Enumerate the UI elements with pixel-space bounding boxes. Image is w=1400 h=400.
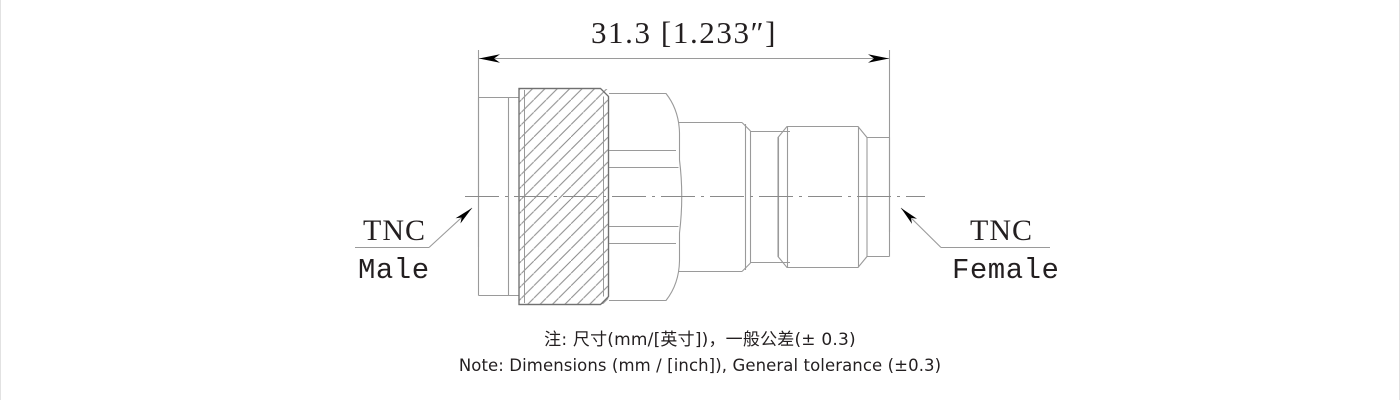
leader-right-diagonal	[900, 207, 942, 248]
callout-right-line1: TNC	[970, 214, 1033, 247]
note-chinese: 注: 尺寸(mm/[英寸])，一般公差(± 0.3)	[544, 330, 856, 350]
dimension-group: 31.3 [1.233″]	[477, 15, 891, 247]
dimension-arrow-right	[868, 54, 889, 63]
callout-left-line2: Male	[358, 254, 430, 287]
dimension-label: 31.3 [1.233″]	[591, 15, 777, 50]
callout-left: TNC Male	[355, 207, 473, 287]
hex-nut	[609, 92, 683, 302]
note-english: Note: Dimensions (mm / [inch]), General …	[458, 356, 942, 375]
callout-right: TNC Female	[900, 207, 1059, 287]
notes-block: 注: 尺寸(mm/[英寸])，一般公差(± 0.3) Note: Dimensi…	[0, 328, 1400, 378]
dimension-arrow-left	[479, 54, 500, 63]
callout-left-line1: TNC	[363, 214, 426, 247]
connector-body	[465, 87, 925, 306]
leader-left-diagonal	[428, 207, 473, 248]
callout-right-line2: Female	[952, 254, 1059, 287]
